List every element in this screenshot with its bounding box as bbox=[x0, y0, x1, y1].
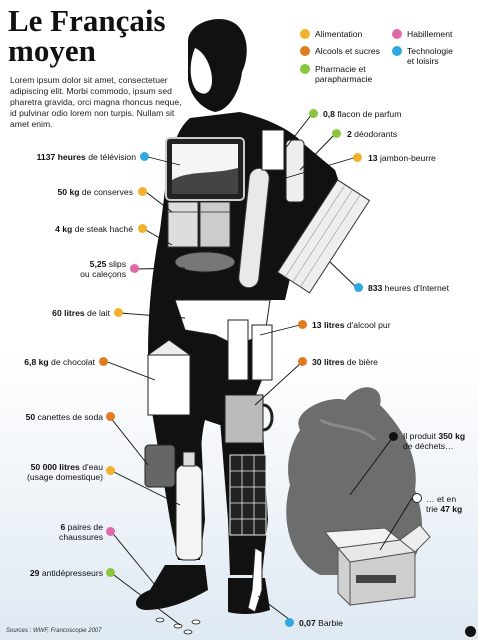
alcohol-dot bbox=[298, 357, 307, 366]
page-title: Le Français moyen bbox=[8, 3, 166, 68]
deodorant-can bbox=[285, 139, 305, 203]
label-biere: 30 litres de bière bbox=[312, 357, 378, 367]
food-dot bbox=[353, 153, 362, 162]
pharmacy-dot bbox=[106, 568, 115, 577]
label-barbie: 0,07 Barbie bbox=[299, 618, 343, 628]
label-chocolat: 6,8 kg de chocolat bbox=[24, 357, 95, 367]
water-bottle bbox=[175, 451, 203, 561]
legend-clothing: Habillement bbox=[392, 29, 452, 39]
tech-dot bbox=[285, 618, 294, 627]
agency-logo bbox=[465, 626, 476, 637]
soda-can bbox=[144, 444, 176, 488]
alcohol-dot bbox=[99, 357, 108, 366]
alcohol-color-dot bbox=[300, 46, 310, 56]
label-jambon: 13 jambon-beurre bbox=[368, 153, 436, 163]
liquor-bottle bbox=[227, 319, 249, 381]
label-eau: 50 000 litres d'eau(usage domestique) bbox=[27, 462, 103, 482]
steak bbox=[174, 251, 236, 273]
intro-text: Lorem ipsum dolor sit amet, consectetuer… bbox=[10, 75, 182, 129]
pills bbox=[155, 617, 201, 635]
waste-dot bbox=[389, 432, 398, 441]
legend-label: Alcools et sucres bbox=[315, 46, 380, 56]
pharmacy-dot bbox=[332, 129, 341, 138]
clothing-dot bbox=[106, 527, 115, 536]
tech-color-dot bbox=[392, 46, 402, 56]
source-credit: Sources : WWF, Francoscopie 2007 bbox=[6, 628, 102, 634]
clothing-color-dot bbox=[392, 29, 402, 39]
alcohol-dot bbox=[298, 320, 307, 329]
liquor-bottle bbox=[251, 324, 273, 381]
label-antidepresseurs: 29 antidépresseurs bbox=[29, 568, 103, 578]
food-dot bbox=[138, 224, 147, 233]
legend-label: Technologie bbox=[407, 46, 453, 56]
food-dot bbox=[114, 308, 123, 317]
label-parfum: 0,8 flacon de parfum bbox=[323, 109, 402, 119]
label-internet: 833 heures d'Internet bbox=[368, 283, 449, 293]
baguette bbox=[238, 167, 270, 289]
legend-label: Habillement bbox=[407, 29, 453, 39]
cans bbox=[167, 201, 231, 248]
legend-alcohol: Alcools et sucres bbox=[300, 46, 380, 56]
alcohol-dot bbox=[106, 412, 115, 421]
perfume-bottle bbox=[261, 129, 285, 171]
title-line-1: Le Français bbox=[8, 3, 166, 38]
pharmacy-dot bbox=[309, 109, 318, 118]
legend-label: Alimentation bbox=[315, 29, 363, 39]
label-soda: 50 canettes de soda bbox=[25, 412, 103, 422]
tech-dot bbox=[140, 152, 149, 161]
keyboard bbox=[276, 179, 371, 294]
food-dot bbox=[106, 466, 115, 475]
clothing-dot bbox=[130, 264, 139, 273]
legend-label: parapharmacie bbox=[315, 74, 373, 84]
label-lait: 60 litres de lait bbox=[52, 308, 110, 318]
legend-label: et loisirs bbox=[407, 56, 439, 66]
legend-label: Pharmacie et bbox=[315, 64, 366, 74]
pharmacy-color-dot bbox=[300, 64, 310, 74]
garbage-bag bbox=[286, 387, 423, 575]
chocolate-bar bbox=[229, 454, 267, 536]
connector-lines bbox=[104, 113, 413, 626]
shoe-left bbox=[135, 565, 208, 610]
label-conserves: 50 kg de conserves bbox=[57, 187, 134, 197]
label-alcool: 13 litres d'alcool pur bbox=[312, 320, 391, 330]
label-deodorants: 2 déodorants bbox=[347, 129, 398, 139]
legend-food: Alimentation bbox=[300, 29, 362, 39]
food-dot bbox=[138, 187, 147, 196]
label-tele: 1137 heures de télévision bbox=[36, 152, 136, 162]
recycling-box bbox=[324, 524, 431, 607]
beer-mug bbox=[224, 394, 264, 444]
title-line-2: moyen bbox=[8, 33, 96, 68]
recycling-dot bbox=[412, 493, 422, 503]
tech-dot bbox=[354, 283, 363, 292]
label-steak: 4 kg de steak haché bbox=[55, 224, 133, 234]
milk-carton bbox=[146, 339, 192, 416]
tv bbox=[165, 137, 245, 201]
food-color-dot bbox=[300, 29, 310, 39]
